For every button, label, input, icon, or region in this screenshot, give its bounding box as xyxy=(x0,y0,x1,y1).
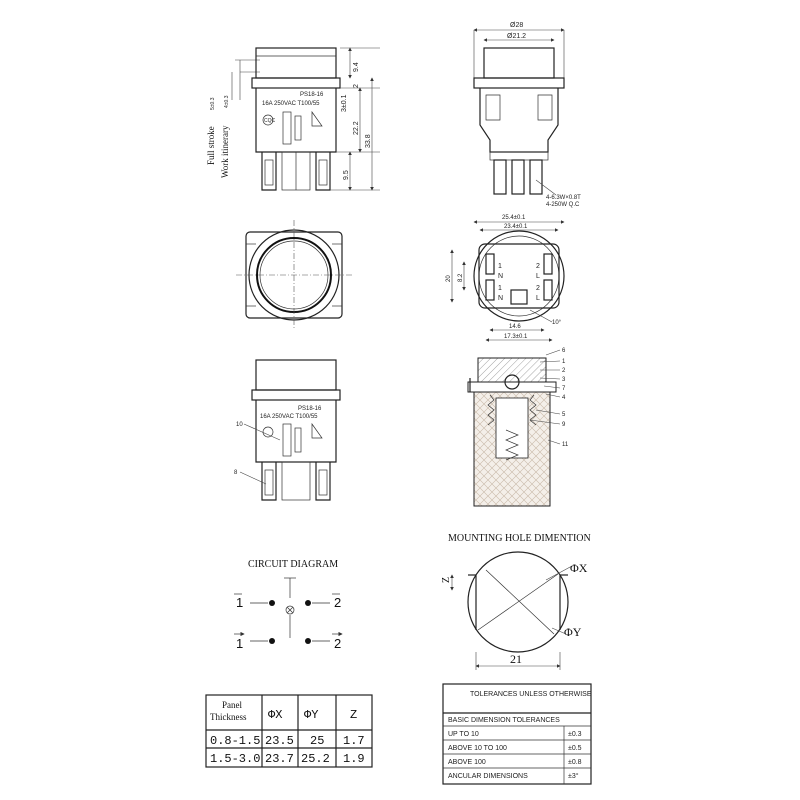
mounting-phi-y: ΦY xyxy=(564,625,582,639)
callout-3: 3 xyxy=(562,377,566,383)
terminal-label-1: 1 xyxy=(498,263,502,270)
terminal-label-6: N xyxy=(498,295,503,302)
panel-cell: 1.5-3.0 xyxy=(210,752,260,766)
dim-9-5: 9.5 xyxy=(343,170,350,180)
cap-top-view xyxy=(236,220,352,330)
panel-cell: 0.8-1.5 xyxy=(210,734,260,748)
dim-28: Ø28 xyxy=(510,22,523,29)
dim-22-2: 22.2 xyxy=(353,121,360,135)
tolerance-title: TOLERANCES UNLESS OTHERWISE xyxy=(470,691,592,698)
svg-text:Panel: Panel xyxy=(222,700,242,710)
tolerance-cell: ANCULAR DIMENSIONS xyxy=(448,773,528,780)
label-view: PS18-16 16A 250VAC T100/55 10 8 xyxy=(234,359,341,501)
dim-17-3: 17.3±0.1 xyxy=(504,334,528,340)
callout-8: 8 xyxy=(234,470,238,476)
terminal-label-3: 2 xyxy=(536,263,540,270)
panel-header-z: Z xyxy=(350,708,357,722)
bottom-view: 25.4±0.1 23.4±0.1 1 N 2 L 1 N 2 L 20 8.2… xyxy=(446,215,565,342)
rating-text: 16A 250VAC T100/55 xyxy=(262,101,320,107)
terminal-label-8: L xyxy=(536,295,540,302)
tolerance-cell: ±0.8 xyxy=(568,759,582,766)
terminal-label-5: 1 xyxy=(498,285,502,292)
panel-cell: 23.5 xyxy=(265,734,294,748)
dim-21-2: Ø21.2 xyxy=(507,33,526,40)
panel-cell: 1.7 xyxy=(343,734,365,748)
svg-text:Thickness: Thickness xyxy=(210,712,247,722)
callout-7: 7 xyxy=(562,386,566,392)
mounting-title: MOUNTING HOLE DIMENTION xyxy=(448,533,591,544)
label-rating-text: 16A 250VAC T100/55 xyxy=(260,414,318,420)
tolerance-cell: ABOVE 10 TO 100 xyxy=(448,745,507,752)
callout-11: 11 xyxy=(562,442,569,448)
dim-2: 2 xyxy=(353,84,360,88)
callout-6: 6 xyxy=(562,348,566,354)
work-itinerary-label: Work itinerary xyxy=(220,125,230,178)
panel-cell: 25.2 xyxy=(301,752,330,766)
model-text: PS18-16 xyxy=(300,92,324,98)
tolerance-cell: ±3° xyxy=(568,772,579,780)
panel-header-x: ΦX xyxy=(268,708,282,722)
dim-33-8: 33.8 xyxy=(365,134,372,148)
section-view: 6 1 2 3 7 4 5 9 11 xyxy=(467,348,569,507)
terminal-label-4: L xyxy=(536,273,540,280)
tolerance-cell: ±0.3 xyxy=(568,731,582,738)
tolerance-cell: ABOVE 100 xyxy=(448,759,486,766)
dim-14-6: 14.6 xyxy=(509,324,521,330)
angle-10: 10° xyxy=(552,320,562,326)
circuit-right-top: 2 xyxy=(334,595,341,610)
full-stroke-sub: 5±0.3 xyxy=(210,97,216,110)
tolerance-table: TOLERANCES UNLESS OTHERWISE BASIC DIMENS… xyxy=(442,683,592,785)
panel-cell: 25 xyxy=(310,734,324,748)
circuit-left-top: 1 xyxy=(236,595,243,610)
circuit-left-bottom: 1 xyxy=(236,636,243,651)
terminal-note-2: 4-250W Q.C xyxy=(546,202,580,208)
panel-cell: 1.9 xyxy=(343,752,365,766)
label-model-text: PS18-16 xyxy=(298,406,322,412)
dim-3: 3±0.1 xyxy=(341,94,348,112)
callout-9: 9 xyxy=(562,422,566,428)
tolerance-subtitle: BASIC DIMENSION TOLERANCES xyxy=(448,717,560,724)
work-itinerary-sub: 4±0.3 xyxy=(224,95,230,108)
callout-4: 4 xyxy=(562,395,566,401)
terminal-note-1: 4-6.3W×0.8T xyxy=(546,195,581,201)
cqc-mark: CQC xyxy=(264,118,276,124)
panel-thickness-table: Panel Thickness ΦX ΦY Z 0.8-1.5 23.5 25 … xyxy=(205,694,373,768)
dim-20: 20 xyxy=(446,275,452,282)
mounting-phi-x: ΦX xyxy=(570,561,588,575)
circuit-diagram: CIRCUIT DIAGRAM 1 2 1 2 xyxy=(234,559,343,651)
front-view: Full stroke 5±0.3 Work itinerary 4±0.3 P… xyxy=(206,47,380,191)
panel-cell: 23.7 xyxy=(265,752,294,766)
mounting-z: Z xyxy=(441,577,452,583)
dim-9-4: 9.4 xyxy=(353,62,360,72)
circuit-right-bottom: 2 xyxy=(334,636,341,651)
mounting-hole: MOUNTING HOLE DIMENTION ΦX ΦY Z 21 xyxy=(441,533,591,670)
dim-23-4: 23.4±0.1 xyxy=(504,224,528,230)
terminal-label-7: 2 xyxy=(536,285,540,292)
full-stroke-label: Full stroke xyxy=(206,126,216,165)
callout-1: 1 xyxy=(562,359,566,365)
dim-25-4: 25.4±0.1 xyxy=(502,215,526,221)
side-view: Ø28 Ø21.2 4-6.3W×0.8T 4-250W Q.C xyxy=(473,22,581,208)
tolerance-cell: ±0.5 xyxy=(568,745,582,752)
callout-5: 5 xyxy=(562,412,566,418)
dim-8-2: 8.2 xyxy=(458,273,464,282)
circuit-title: CIRCUIT DIAGRAM xyxy=(248,559,338,570)
tolerance-cell: UP TO 10 xyxy=(448,731,479,738)
callout-2: 2 xyxy=(562,368,566,374)
callout-10: 10 xyxy=(236,422,243,428)
panel-header-y: ΦY xyxy=(304,708,318,722)
terminal-label-2: N xyxy=(498,273,503,280)
mounting-width: 21 xyxy=(510,652,522,666)
